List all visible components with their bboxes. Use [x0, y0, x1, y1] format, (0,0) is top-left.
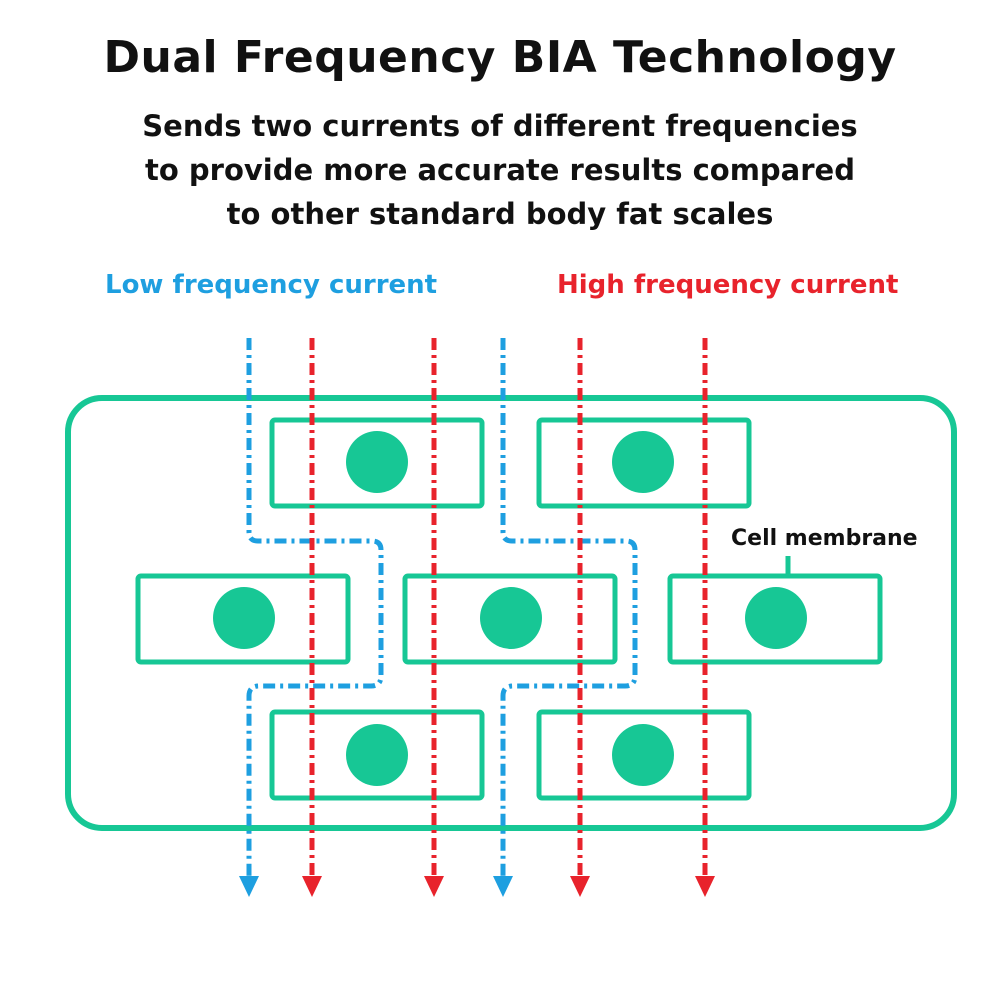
cell-nucleus [612, 431, 674, 493]
cell-membrane [269, 709, 485, 801]
cell-membrane [536, 417, 752, 509]
cell [402, 573, 618, 665]
tissue-outline [65, 395, 957, 831]
legend-low-frequency: Low frequency current [105, 270, 438, 300]
cell-membrane [667, 573, 883, 665]
arrow-down-icon [239, 876, 259, 897]
cell-nucleus [745, 587, 807, 649]
legend-high-frequency: High frequency current [557, 270, 899, 300]
cell [135, 573, 351, 665]
subtitle-line-1: Sends two currents of different frequenc… [142, 109, 858, 143]
arrow-down-icon [695, 876, 715, 897]
cell-membrane [135, 573, 351, 665]
cell [536, 709, 752, 801]
arrow-down-icon [570, 876, 590, 897]
arrow-down-icon [424, 876, 444, 897]
cell-nucleus [346, 431, 408, 493]
cell [269, 417, 485, 509]
cell-membrane-label: Cell membrane [731, 526, 918, 551]
diagram-subtitle: Sends two currents of different frequenc… [100, 104, 900, 236]
cell-membrane [269, 417, 485, 509]
cell [667, 573, 883, 665]
low-frequency-current-path [246, 338, 384, 878]
cell [536, 417, 752, 509]
low-frequency-current-path [500, 338, 638, 878]
cell-nucleus [480, 587, 542, 649]
arrow-down-icon [302, 876, 322, 897]
subtitle-line-2: to provide more accurate results compare… [145, 153, 855, 187]
cell-membrane [536, 709, 752, 801]
cell-membrane [402, 573, 618, 665]
cell-nucleus [346, 724, 408, 786]
cell [269, 709, 485, 801]
cell-nucleus [213, 587, 275, 649]
cell-nucleus [612, 724, 674, 786]
subtitle-line-3: to other standard body fat scales [226, 197, 774, 231]
arrow-down-icon [493, 876, 513, 897]
diagram-title: Dual Frequency BIA Technology [103, 32, 897, 83]
